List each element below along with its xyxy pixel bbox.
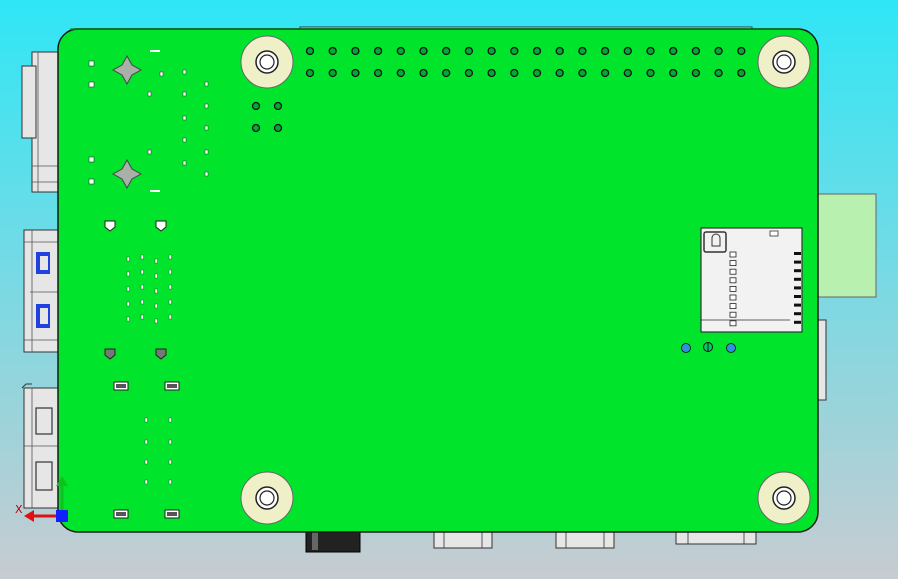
left-connectors (21, 51, 63, 509)
gpio-pin (623, 46, 632, 56)
sd-contact-pin (794, 252, 801, 255)
gpio-pin (373, 68, 383, 78)
mounting-holes (240, 35, 811, 525)
gpio-pin (600, 46, 610, 56)
sd-contact (729, 294, 737, 301)
transistor-pad (155, 220, 167, 232)
gpio-pin (623, 68, 632, 78)
gpio-pin (373, 46, 383, 56)
gpio-pin (714, 68, 723, 78)
right-connectors (813, 193, 877, 401)
sd-contact-pin (794, 303, 801, 307)
gpio-pin (737, 46, 746, 56)
gpio-pin (691, 68, 701, 78)
sd-contact-pin (794, 260, 801, 264)
gpio-pin (487, 68, 496, 78)
gpio-pin (328, 46, 337, 56)
axis-x-label: X (15, 503, 23, 516)
gpio-pin (419, 68, 428, 78)
sd-contact (729, 285, 737, 292)
transistor-pad (155, 348, 167, 360)
transistor-pad (104, 348, 116, 360)
mounting-hole (757, 471, 811, 525)
gpio-pin (419, 46, 428, 56)
gpio-pin (305, 68, 315, 78)
usb-port-upper (23, 229, 61, 353)
sd-contact (729, 277, 737, 284)
top-left-components (88, 50, 209, 192)
gpio-pin (578, 68, 587, 78)
hdmi-connector (815, 193, 877, 298)
mounting-hole (757, 35, 811, 89)
gpio-pin (328, 68, 337, 78)
gpio-pin (646, 68, 655, 78)
gpio-pin (646, 46, 655, 56)
usb-port-lower (21, 383, 61, 509)
gpio-pin (464, 68, 474, 78)
mounting-hole (240, 35, 294, 89)
sd-contact-pin (794, 269, 801, 273)
mounting-hole (240, 471, 294, 525)
transistor-pad (104, 220, 116, 232)
gpio-pin (714, 46, 723, 56)
sd-contact (729, 320, 737, 327)
sd-contact-pin (794, 312, 801, 316)
gpio-pin (396, 68, 405, 78)
gpio-pin (442, 46, 451, 56)
ethernet-port (21, 51, 63, 193)
gpio-pin (600, 68, 610, 78)
gpio-pin (555, 46, 564, 56)
gpio-pin (510, 68, 519, 78)
gpio-pin (669, 68, 678, 78)
sd-contact-pin (794, 295, 801, 298)
sd-contact (729, 311, 737, 318)
gpio-pin (351, 68, 360, 78)
left-component-pads (104, 220, 180, 519)
sd-contact-pin (794, 277, 801, 281)
gpio-pin (737, 68, 746, 78)
gpio-pin (351, 46, 360, 56)
gpio-pin (555, 68, 564, 78)
gpio-pin (442, 68, 451, 78)
sd-contact (729, 260, 737, 267)
sd-card-slot (700, 227, 803, 333)
axis-triad: X (15, 476, 68, 522)
sd-contact (729, 303, 737, 310)
sd-contact-pin (794, 320, 801, 324)
aux-pins (251, 101, 283, 133)
gpio-pin (464, 46, 474, 56)
gpio-pin (669, 46, 678, 56)
status-leds (681, 342, 736, 353)
sd-contact (729, 251, 737, 258)
gpio-pin (487, 46, 496, 56)
gpio-pin (532, 68, 542, 78)
gpio-pin (305, 46, 315, 56)
gpio-pin (578, 46, 587, 56)
sd-contact-pin (794, 286, 801, 290)
gpio-pin (691, 46, 701, 56)
sd-contact (729, 268, 737, 275)
gpio-pin (510, 46, 519, 56)
gpio-pin (396, 46, 405, 56)
gpio-pin (532, 46, 542, 56)
gpio-header (305, 46, 746, 78)
